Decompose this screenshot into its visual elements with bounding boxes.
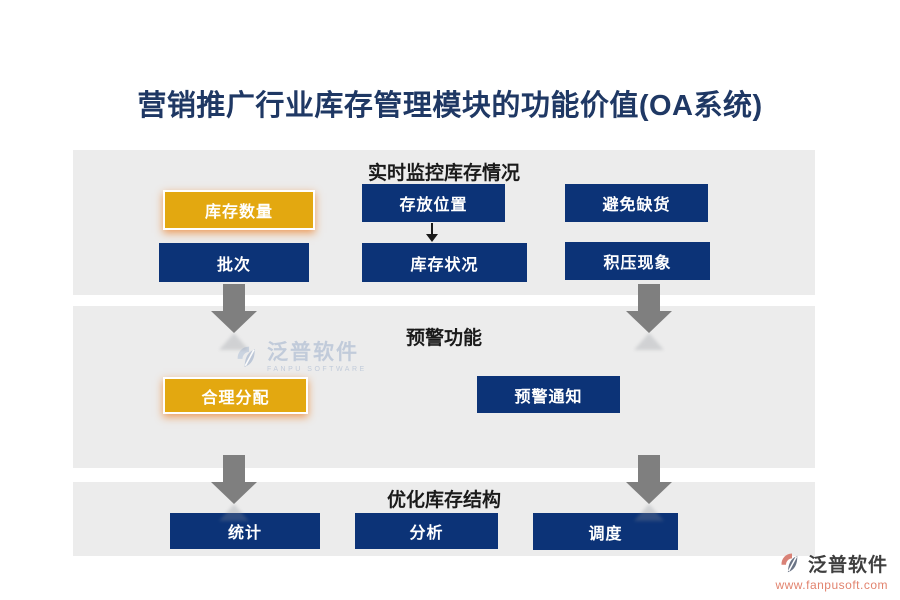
node-label: 统计 — [227, 525, 262, 542]
node-overstock: 积压现象 — [565, 242, 710, 280]
connector-arrowhead — [426, 234, 438, 242]
node-analysis: 分析 — [355, 513, 498, 549]
arrow-head — [626, 311, 672, 333]
node-label: 调度 — [588, 525, 623, 543]
page-title: 营销推广行业库存管理模块的功能价值(OA系统) — [137, 90, 763, 122]
flow-arrow-down-icon — [626, 455, 672, 521]
node-label: 批次 — [216, 256, 251, 274]
watermark-subtitle: FANPU SOFTWARE — [267, 366, 367, 373]
node-inventory-status: 库存状况 — [362, 243, 527, 282]
node-label: 积压现象 — [603, 255, 672, 272]
arrow-reflection — [634, 504, 664, 521]
section-heading: 优化库存结构 — [386, 490, 501, 511]
node-storage-location: 存放位置 — [362, 184, 505, 222]
node-label: 预警通知 — [514, 388, 583, 406]
watermark: 泛普软件 FANPU SOFTWARE — [236, 342, 367, 373]
node-label: 库存数量 — [204, 204, 273, 221]
node-rational-allocation: 合理分配 — [163, 377, 308, 414]
arrow-head — [211, 311, 257, 333]
brand-name: 泛普软件 — [807, 555, 888, 576]
node-avoid-stockout: 避免缺货 — [565, 184, 708, 222]
arrow-shaft — [638, 284, 660, 311]
arrow-head — [626, 482, 672, 504]
brand-row: 泛普软件 — [780, 550, 888, 577]
arrow-shaft — [223, 455, 245, 482]
node-label: 库存状况 — [410, 256, 479, 274]
node-label: 存放位置 — [399, 197, 468, 214]
arrow-head — [211, 482, 257, 504]
brand-url: www.fanpusoft.com — [775, 578, 888, 592]
node-label: 分析 — [409, 525, 444, 542]
arrow-reflection — [219, 504, 249, 521]
section-heading: 实时监控库存情况 — [367, 163, 520, 184]
flow-arrow-down-icon — [211, 284, 257, 350]
fanpu-logo-icon — [781, 552, 798, 572]
node-label: 合理分配 — [201, 389, 270, 407]
flow-arrow-down-icon — [626, 284, 672, 350]
watermark-brand: 泛普软件 — [267, 341, 359, 364]
arrow-shaft — [638, 455, 660, 482]
node-label: 避免缺货 — [602, 197, 671, 214]
connector-line — [431, 223, 433, 236]
arrow-reflection — [219, 333, 249, 350]
node-warning-notice: 预警通知 — [477, 376, 620, 413]
node-batch: 批次 — [159, 243, 309, 282]
node-statistics: 统计 — [170, 513, 320, 549]
node-inventory-quantity: 库存数量 — [163, 190, 315, 230]
section-heading: 预警功能 — [405, 328, 482, 349]
node-dispatch: 调度 — [533, 513, 678, 550]
flow-arrow-down-icon — [211, 455, 257, 521]
arrow-reflection — [634, 333, 664, 350]
brand-footer: 泛普软件 www.fanpusoft.com — [775, 550, 888, 592]
arrow-shaft — [223, 284, 245, 311]
watermark-text: 泛普软件 FANPU SOFTWARE — [267, 342, 367, 373]
fanpu-logo-icon — [237, 346, 255, 367]
connector-arrow-down-icon — [425, 223, 439, 243]
